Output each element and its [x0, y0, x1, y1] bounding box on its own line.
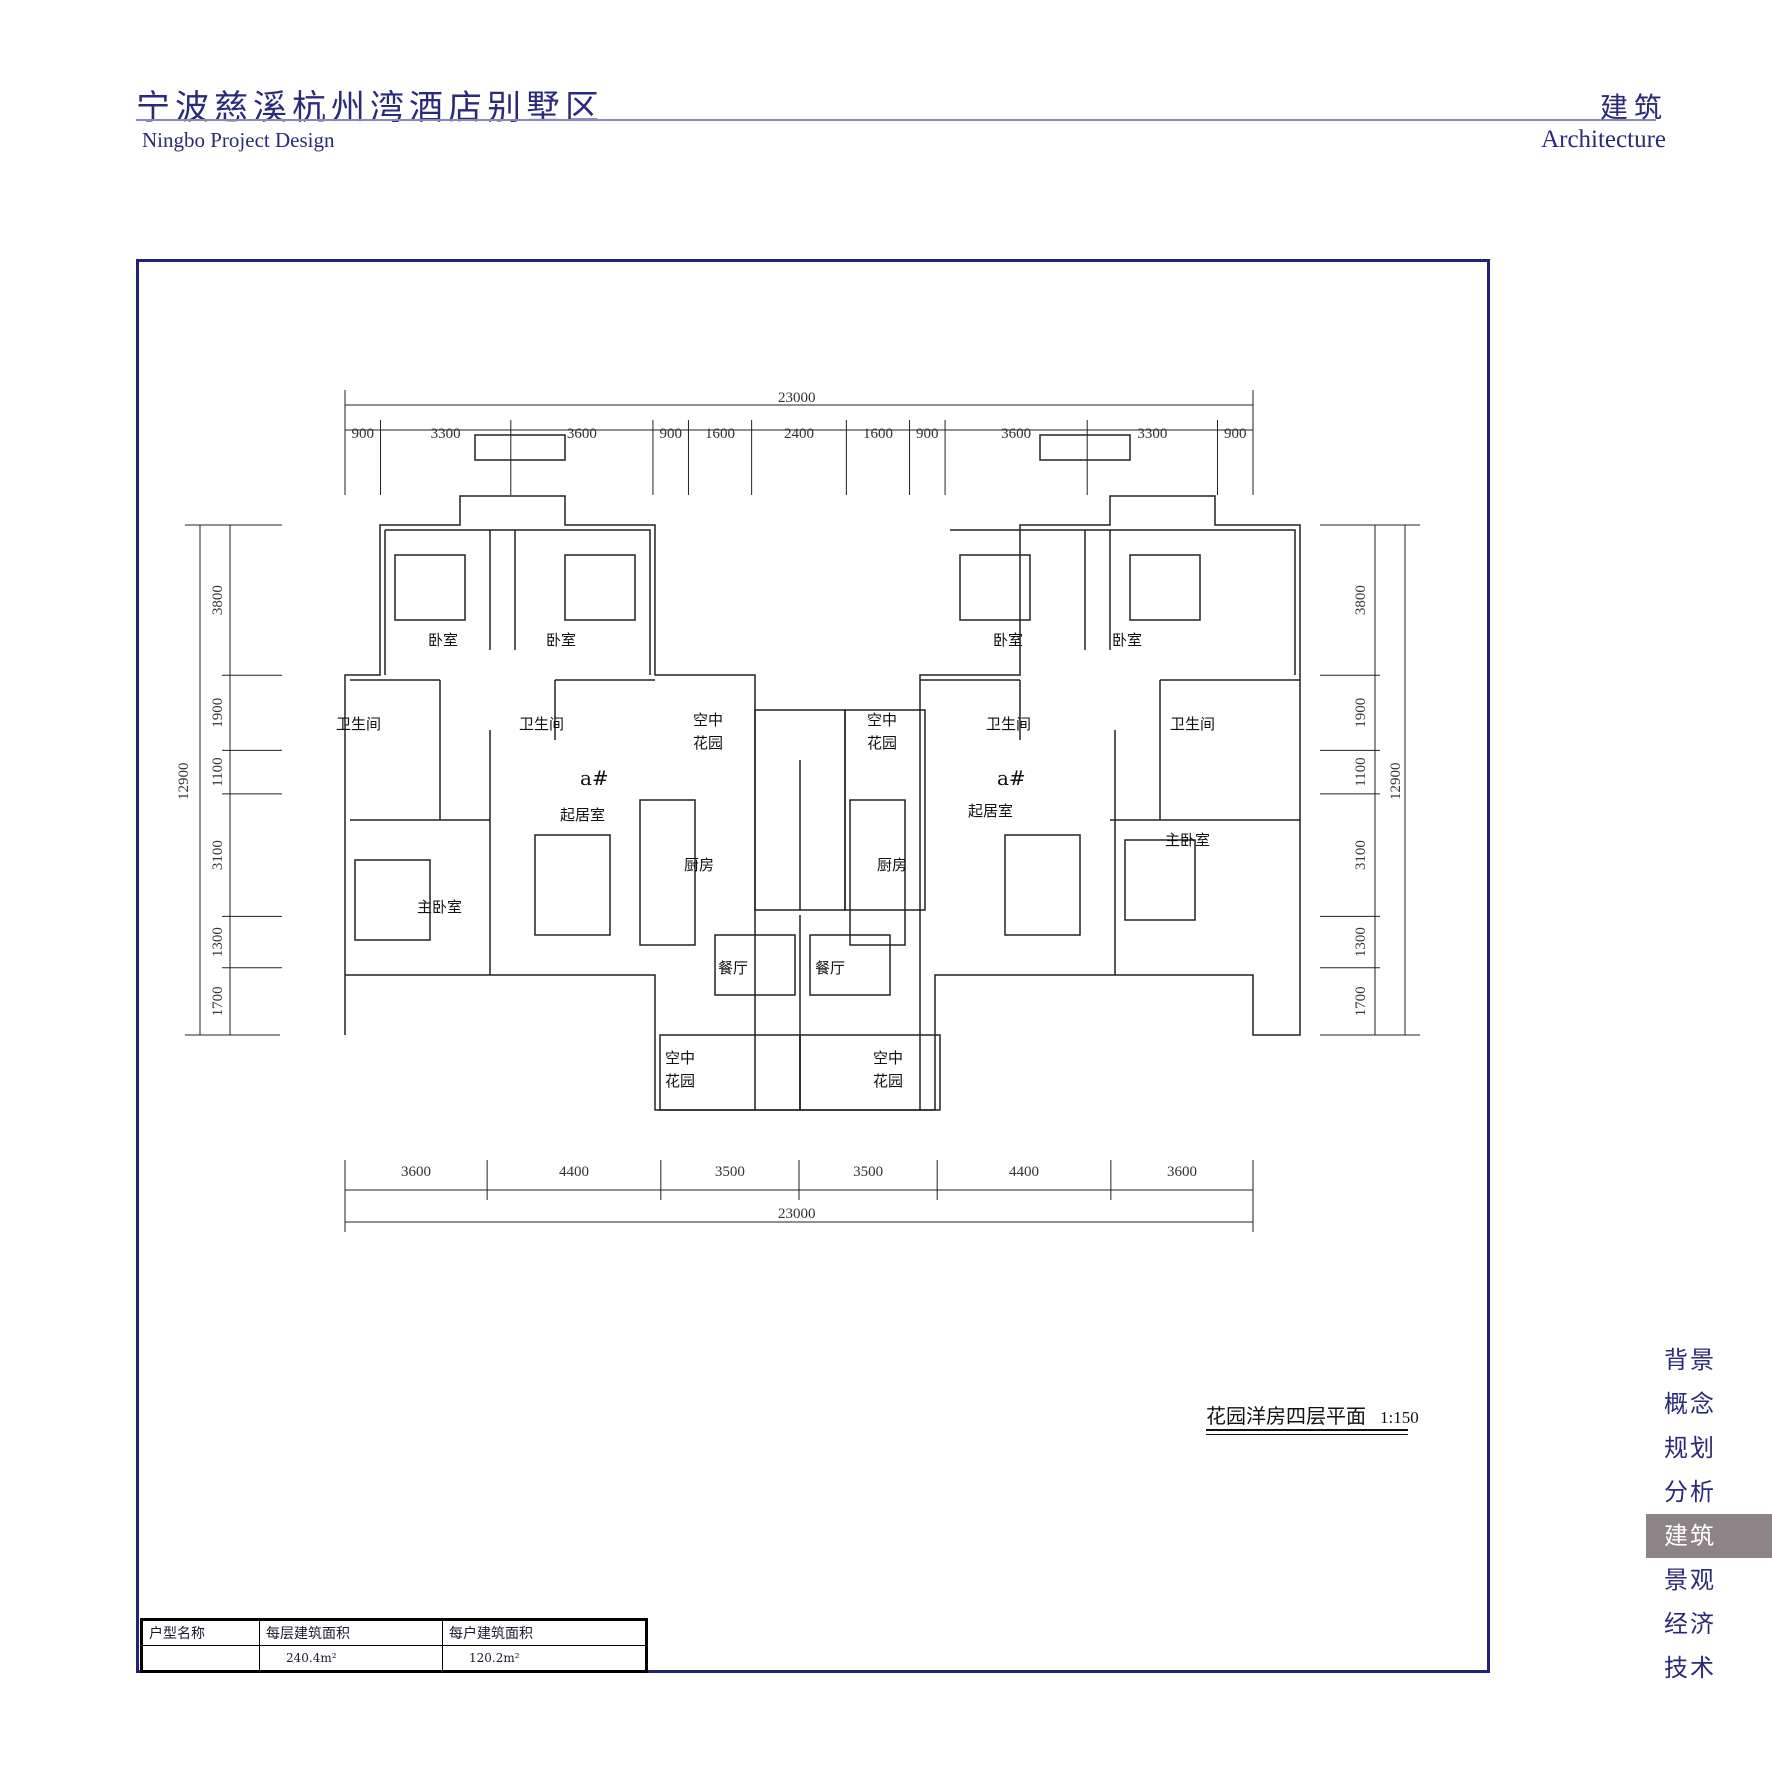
- dimension-label-left: 3800: [210, 585, 226, 615]
- dimension-label: 3300: [1137, 426, 1167, 442]
- drawing-name: 花园洋房四层平面: [1206, 1404, 1366, 1428]
- drawing-scale: 1:150: [1380, 1408, 1419, 1427]
- dimension-label: 3600: [1167, 1164, 1197, 1180]
- svg-text:厨房: 厨房: [877, 856, 907, 874]
- header-rule: [136, 119, 1656, 121]
- area-table-header-row: 户型名称 每层建筑面积 每户建筑面积: [141, 1619, 647, 1646]
- dimension-label: 900: [659, 426, 682, 442]
- dimension-label: 3500: [853, 1164, 883, 1180]
- svg-text:空中: 空中: [867, 711, 897, 729]
- area-table: 户型名称 每层建筑面积 每户建筑面积 240.4m² 120.2m²: [140, 1618, 648, 1673]
- cell-unit-type: [141, 1645, 260, 1672]
- section-nav: 背景 概念 规划 分析 建筑 景观 经济 技术: [1646, 1338, 1772, 1690]
- dimension-label: 900: [1224, 426, 1247, 442]
- dimension-label-left: 1300: [210, 927, 226, 957]
- dimension-label: 3300: [431, 426, 461, 442]
- svg-text:餐厅: 餐厅: [815, 959, 845, 977]
- svg-text:卫生间: 卫生间: [336, 715, 381, 733]
- nav-item-technology[interactable]: 技术: [1664, 1654, 1716, 1682]
- svg-text:12900: 12900: [1388, 763, 1404, 801]
- drawing-title-underline: [1206, 1429, 1408, 1431]
- svg-text:空中: 空中: [693, 711, 723, 729]
- svg-text:花园: 花园: [665, 1072, 695, 1090]
- nav-item-analysis[interactable]: 分析: [1664, 1478, 1716, 1506]
- svg-text:餐厅: 餐厅: [718, 959, 748, 977]
- header-floor-area: 每层建筑面积: [259, 1619, 443, 1646]
- dimension-label: 1600: [705, 426, 735, 442]
- svg-text:起居室: 起居室: [968, 802, 1013, 820]
- nav-item-economics[interactable]: 经济: [1664, 1610, 1716, 1638]
- project-subtitle: Ningbo Project Design: [142, 128, 335, 152]
- svg-text:卧室: 卧室: [428, 631, 458, 649]
- dimension-label: 3500: [715, 1164, 745, 1180]
- nav-item-landscape[interactable]: 景观: [1664, 1566, 1716, 1594]
- svg-text:空中: 空中: [665, 1049, 695, 1067]
- svg-text:主卧室: 主卧室: [1165, 831, 1210, 849]
- section-title-cn: 建筑: [1599, 91, 1668, 124]
- svg-text:a#: a#: [580, 766, 609, 790]
- nav-item-architecture[interactable]: 建筑: [1646, 1514, 1772, 1558]
- section-title-en: Architecture: [1541, 126, 1666, 153]
- svg-text:23000: 23000: [778, 390, 816, 406]
- dimension-label-right: 3100: [1353, 840, 1369, 870]
- dimension-label: 4400: [559, 1164, 589, 1180]
- nav-item-planning[interactable]: 规划: [1664, 1434, 1716, 1462]
- svg-text:花园: 花园: [873, 1072, 903, 1090]
- dimension-label-left: 3100: [210, 840, 226, 870]
- dimension-label: 1600: [863, 426, 893, 442]
- cell-unit-area: 120.2m²: [442, 1645, 647, 1672]
- dimension-label: 4400: [1009, 1164, 1039, 1180]
- dimension-label: 2400: [784, 426, 814, 442]
- drawing-title: 花园洋房四层平面 1:150: [1206, 1400, 1419, 1429]
- svg-text:12900: 12900: [176, 763, 192, 801]
- header-unit-area: 每户建筑面积: [442, 1619, 647, 1646]
- svg-text:花园: 花园: [867, 734, 897, 752]
- dimension-label: 3600: [401, 1164, 431, 1180]
- dimension-label: 3600: [1001, 426, 1031, 442]
- svg-text:起居室: 起居室: [560, 806, 605, 824]
- svg-text:厨房: 厨房: [684, 856, 714, 874]
- dimension-label-right: 1300: [1353, 927, 1369, 957]
- svg-text:卧室: 卧室: [1112, 631, 1142, 649]
- svg-text:花园: 花园: [693, 734, 723, 752]
- dimension-label-left: 1100: [210, 757, 226, 786]
- nav-item-concept[interactable]: 概念: [1664, 1390, 1716, 1418]
- svg-text:卧室: 卧室: [993, 631, 1023, 649]
- svg-text:卧室: 卧室: [546, 631, 576, 649]
- project-title: 宁波慈溪杭州湾酒店别墅区: [136, 88, 604, 128]
- dimension-label-right: 1100: [1353, 757, 1369, 786]
- drawing-title-underline-thin: [1206, 1434, 1408, 1435]
- dimension-label-left: 1700: [210, 986, 226, 1016]
- dimension-label-right: 1700: [1353, 986, 1369, 1016]
- svg-text:卫生间: 卫生间: [519, 715, 564, 733]
- area-table-row: 240.4m² 120.2m²: [141, 1645, 647, 1672]
- dimension-label-left: 1900: [210, 698, 226, 728]
- dimension-label: 900: [916, 426, 939, 442]
- svg-text:卫生间: 卫生间: [986, 715, 1031, 733]
- svg-text:主卧室: 主卧室: [417, 898, 462, 916]
- dimension-label-right: 3800: [1353, 585, 1369, 615]
- drawing-frame: [136, 259, 1490, 1673]
- dimension-label: 3600: [567, 426, 597, 442]
- dimension-label-right: 1900: [1353, 698, 1369, 728]
- dimension-label: 900: [352, 426, 375, 442]
- svg-text:空中: 空中: [873, 1049, 903, 1067]
- cell-floor-area: 240.4m²: [259, 1645, 443, 1672]
- header-unit-type: 户型名称: [141, 1619, 260, 1646]
- nav-item-background[interactable]: 背景: [1664, 1346, 1716, 1374]
- svg-text:23000: 23000: [778, 1206, 816, 1222]
- svg-text:卫生间: 卫生间: [1170, 715, 1215, 733]
- svg-text:a#: a#: [997, 766, 1026, 790]
